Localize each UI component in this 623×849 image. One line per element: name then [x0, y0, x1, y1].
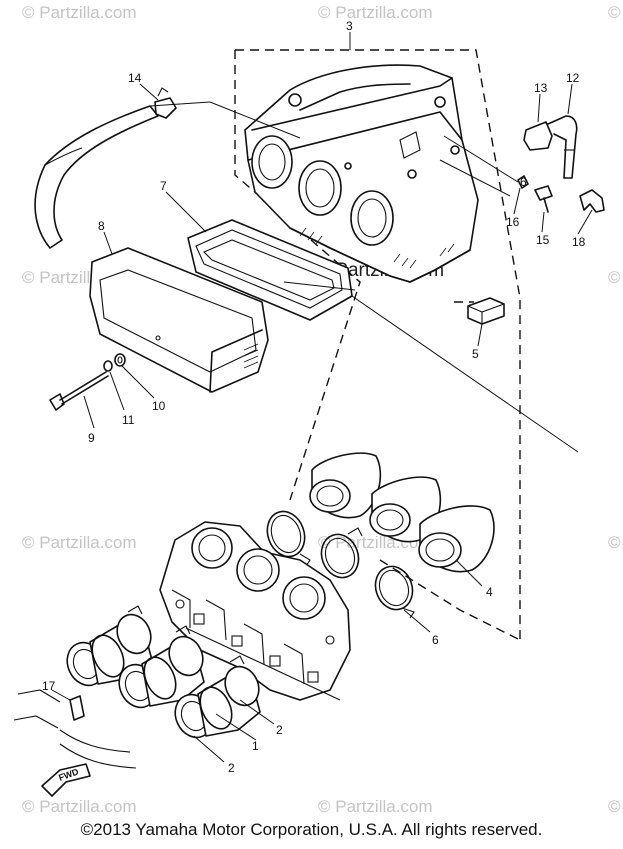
- callout-6: 6: [432, 633, 439, 647]
- callout-9: 9: [88, 431, 95, 445]
- callout-2: 2: [228, 761, 235, 775]
- callout-17: 17: [42, 679, 56, 693]
- small-parts-right: [517, 115, 605, 213]
- hose-clamp-6: [266, 510, 415, 619]
- copyright-notice: ©2013 Yamaha Motor Corporation, U.S.A. A…: [80, 820, 543, 839]
- callout-10: 10: [152, 399, 166, 413]
- callout-4: 4: [486, 585, 493, 599]
- watermark-edge: © Partzilla.com: [608, 268, 623, 287]
- fwd-arrow: FWD: [41, 763, 91, 797]
- callout-2: 2: [276, 723, 283, 737]
- callout-15: 15: [536, 233, 550, 247]
- carburetor-assembly: [159, 521, 351, 701]
- callout-13: 13: [534, 81, 548, 95]
- watermark-edge: © Partzilla.com: [608, 533, 623, 552]
- watermark: © Partzilla.com: [318, 3, 433, 22]
- breather-duct: [13, 689, 137, 769]
- block-5: [467, 297, 505, 325]
- intake-hose: [34, 101, 211, 249]
- callout-12: 12: [566, 71, 580, 85]
- callout-18: 18: [572, 235, 586, 249]
- callout-1: 1: [252, 739, 259, 753]
- watermark: © Partzilla.com: [22, 3, 137, 22]
- callout-3: 3: [346, 19, 353, 33]
- watermark-edge: © Partzilla.com: [608, 797, 623, 816]
- callout-16: 16: [506, 215, 520, 229]
- carb-joint-1: [66, 605, 261, 739]
- callout-7: 7: [160, 179, 167, 193]
- assembly-leaders: [209, 101, 579, 453]
- watermark: © Partzilla.com: [22, 797, 137, 816]
- filter-cover: [89, 247, 269, 393]
- clip-14: [154, 87, 177, 119]
- air-box-case: [244, 64, 479, 283]
- callouts: 1 2 2 3 4 5 6 6 7 8 9 10 11 12 13 14 15 …: [42, 19, 586, 775]
- callout-5: 5: [472, 347, 479, 361]
- watermark: © Partzilla.com: [22, 533, 137, 552]
- callout-11: 11: [122, 413, 135, 427]
- rubber-joint-4: [309, 452, 495, 573]
- callout-14: 14: [128, 71, 142, 85]
- watermark-edge: © Partzilla.com: [608, 3, 623, 22]
- callout-leaders: [51, 32, 593, 763]
- bolt-9: [49, 353, 126, 411]
- watermark-group: © Partzilla.com © Partzilla.com © Partzi…: [22, 3, 623, 816]
- callout-6: 6: [520, 175, 527, 189]
- callout-8: 8: [98, 219, 105, 233]
- watermark: © Partzilla.com: [318, 797, 433, 816]
